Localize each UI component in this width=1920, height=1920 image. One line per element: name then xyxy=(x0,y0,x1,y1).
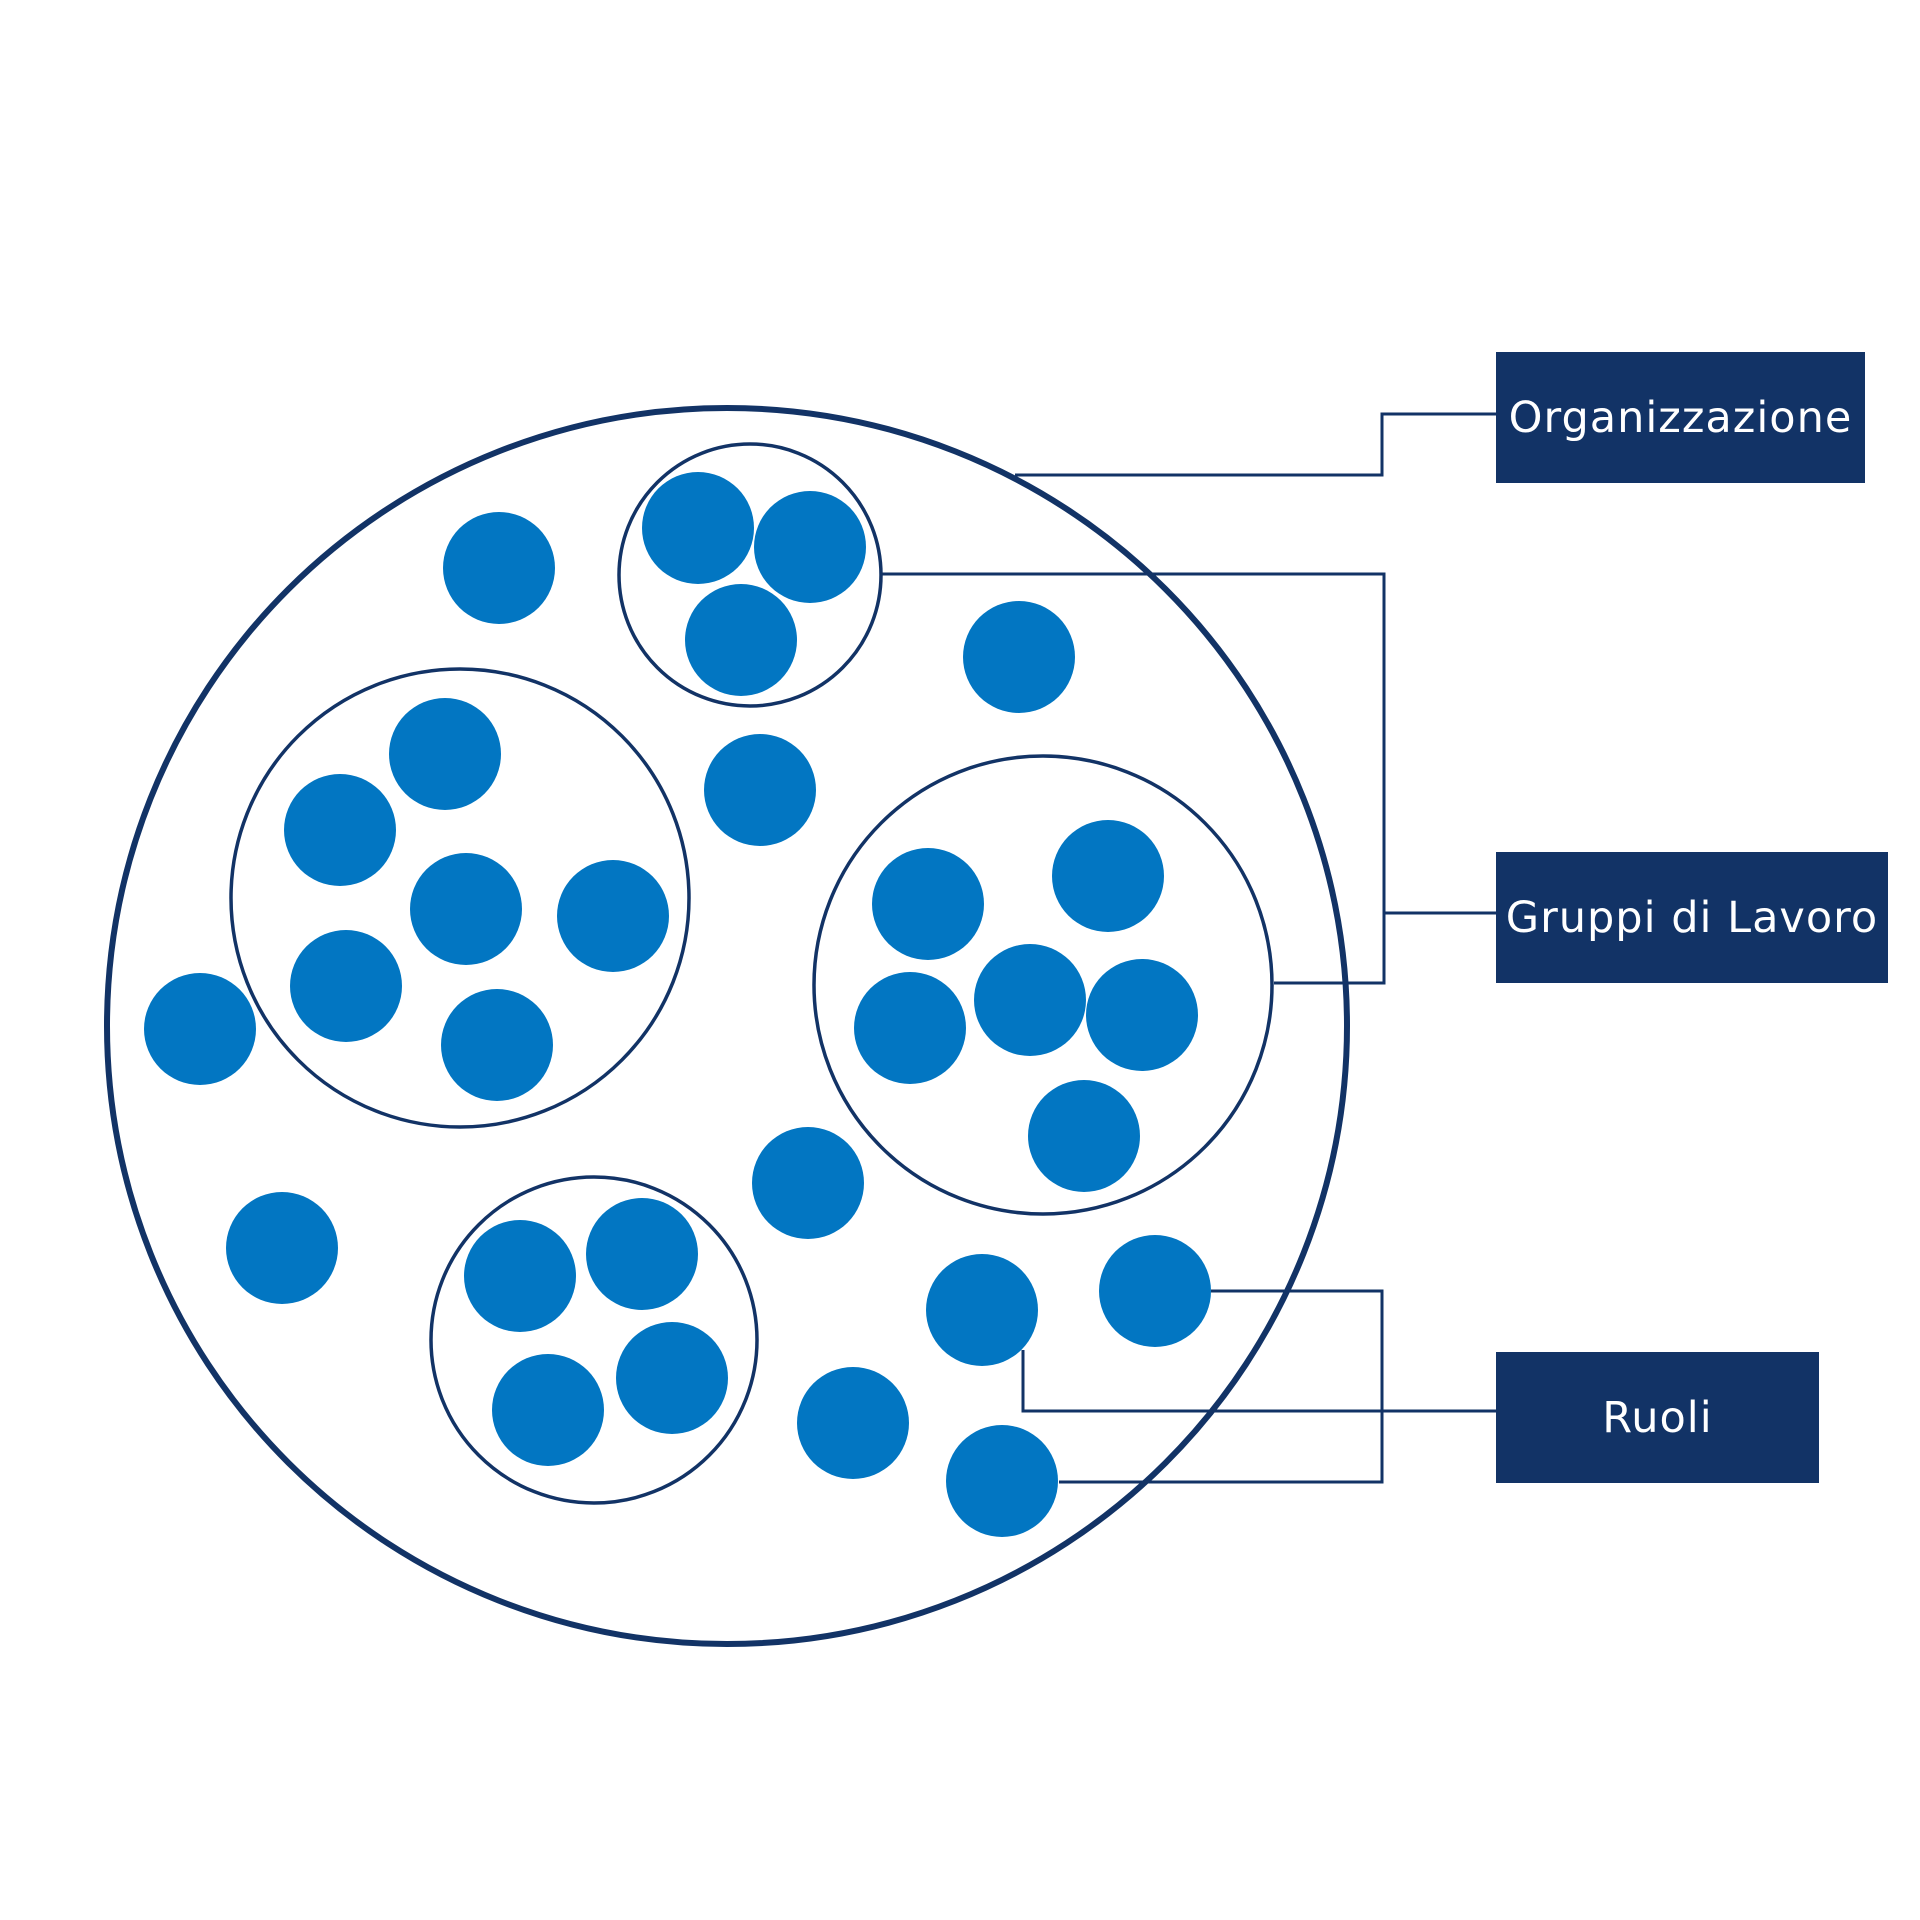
role-dot xyxy=(872,848,984,960)
role-dot xyxy=(685,584,797,696)
organization-label: Organizzazione xyxy=(1496,352,1865,483)
work-group-circle-bottom xyxy=(429,1175,759,1505)
work-groups-label: Gruppi di Lavoro xyxy=(1496,852,1888,983)
work-group-left-roles xyxy=(284,698,669,1101)
role-dot xyxy=(284,774,396,886)
role-dot xyxy=(389,698,501,810)
work-group-right-roles xyxy=(854,820,1198,1192)
organization-connector xyxy=(1015,412,1496,477)
roles-connector-branch xyxy=(1021,1350,1496,1413)
role-dot xyxy=(926,1254,1038,1366)
role-dot xyxy=(144,973,256,1085)
role-dot xyxy=(557,860,669,972)
role-dot xyxy=(854,972,966,1084)
role-dot xyxy=(290,930,402,1042)
work-group-circle-left xyxy=(229,667,691,1129)
role-dot xyxy=(464,1220,576,1332)
role-dot xyxy=(441,989,553,1101)
role-dot xyxy=(492,1354,604,1466)
role-dot xyxy=(226,1192,338,1304)
organization-circle xyxy=(104,405,1350,1647)
role-dot xyxy=(642,472,754,584)
role-dot xyxy=(754,491,866,603)
work-group-circle-right xyxy=(812,754,1274,1216)
role-dot xyxy=(797,1367,909,1479)
connector-lines xyxy=(881,412,1496,1484)
role-dot xyxy=(410,853,522,965)
role-dot xyxy=(616,1322,728,1434)
role-dot xyxy=(1052,820,1164,932)
role-dot xyxy=(752,1127,864,1239)
role-dot xyxy=(963,601,1075,713)
work-groups-connector xyxy=(881,572,1386,985)
role-dot xyxy=(586,1198,698,1310)
role-dot xyxy=(1086,959,1198,1071)
role-dot xyxy=(704,734,816,846)
work-group-bottom-roles xyxy=(464,1198,728,1466)
role-dot xyxy=(443,512,555,624)
ungrouped-roles xyxy=(144,512,1211,1537)
roles-connector xyxy=(1059,1289,1384,1484)
roles-label: Ruoli xyxy=(1496,1352,1819,1483)
role-dot xyxy=(946,1425,1058,1537)
work-group-top-roles xyxy=(642,472,866,696)
role-dot xyxy=(1028,1080,1140,1192)
role-dot xyxy=(1099,1235,1211,1347)
role-dot xyxy=(974,944,1086,1056)
